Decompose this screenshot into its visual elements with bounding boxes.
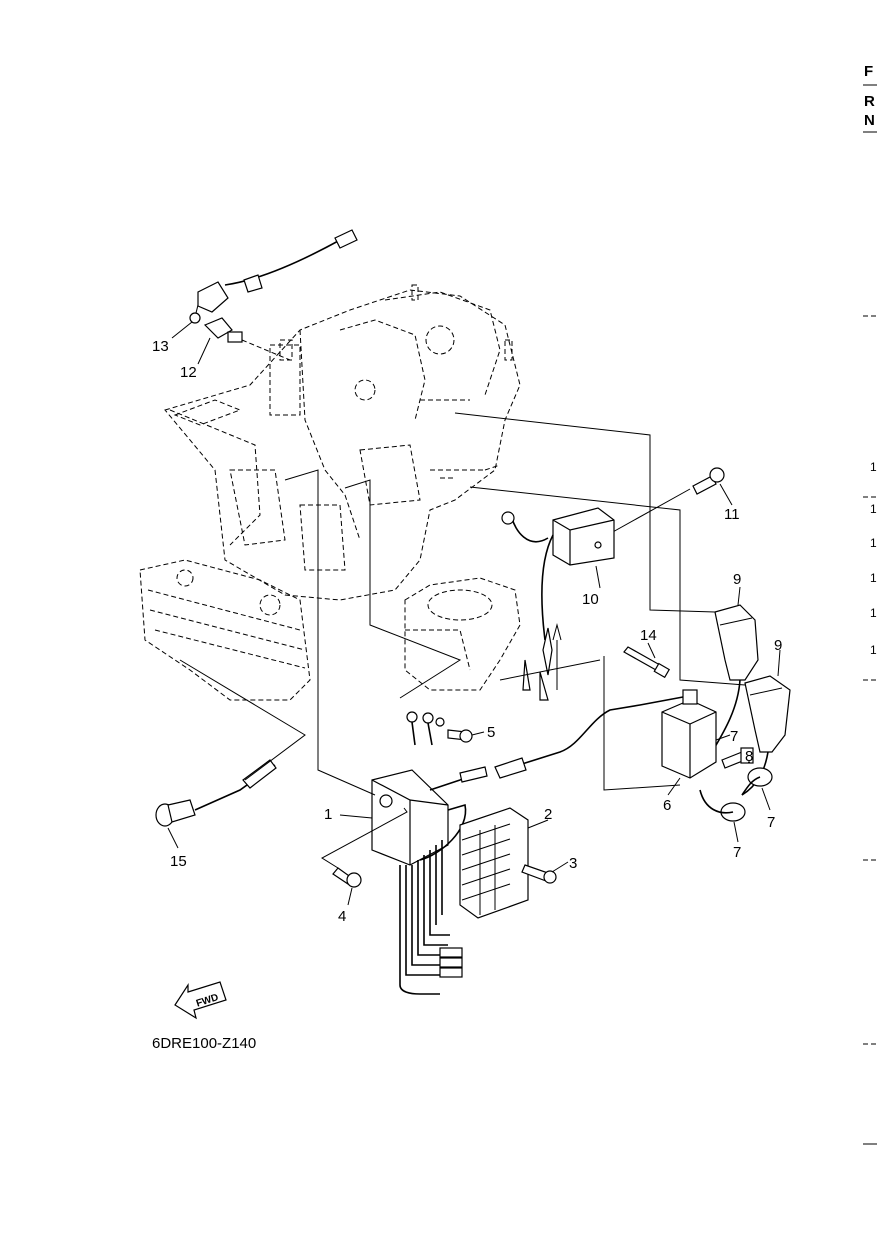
edge-digit: 1 bbox=[870, 460, 877, 474]
callout-9b: 9 bbox=[774, 637, 782, 654]
connector-15 bbox=[155, 759, 277, 827]
callout-7: 7 bbox=[730, 728, 738, 745]
bolt-11 bbox=[601, 467, 725, 539]
callout-11: 11 bbox=[724, 506, 740, 523]
thermo-sensor bbox=[203, 317, 291, 361]
callout-15: 15 bbox=[170, 853, 187, 870]
edge-letter-r: R bbox=[864, 93, 875, 110]
right-page-edge: F R N 1 1 1 1 1 1 bbox=[863, 63, 877, 1145]
pulser-coil bbox=[501, 507, 615, 701]
callout-7b: 7 bbox=[767, 814, 775, 831]
edge-digit: 1 bbox=[870, 502, 877, 516]
callout-14: 14 bbox=[640, 627, 657, 644]
bottom-cowling-bracket bbox=[139, 559, 311, 701]
spark-plug-cap-with-lead bbox=[189, 229, 358, 324]
edge-letter-f: F bbox=[864, 63, 873, 80]
callout-10: 10 bbox=[582, 591, 599, 608]
callout-2: 2 bbox=[544, 806, 552, 823]
fwd-direction-arrow: FWD bbox=[174, 981, 227, 1020]
edge-digit: 1 bbox=[870, 536, 877, 550]
cable-tie bbox=[623, 646, 671, 679]
cdi-unit bbox=[371, 766, 488, 995]
grommets bbox=[699, 767, 773, 822]
reference-lines bbox=[167, 321, 781, 906]
edge-digit: 1 bbox=[870, 571, 877, 585]
edge-letter-n: N bbox=[864, 112, 875, 129]
callout-5: 5 bbox=[487, 724, 495, 741]
screw-3 bbox=[521, 864, 557, 884]
engine-block bbox=[164, 284, 521, 601]
drawing-code: 6DRE100-Z140 bbox=[152, 1035, 256, 1052]
bolt-5-ground-leads bbox=[406, 711, 473, 746]
bolt-4 bbox=[332, 867, 362, 888]
callout-1: 1 bbox=[324, 806, 332, 823]
callout-13: 13 bbox=[152, 338, 169, 355]
callout-numbers: 1 2 3 4 5 6 7 8 9 10 11 12 13 14 15 7 7 … bbox=[152, 338, 782, 925]
ignition-coil bbox=[494, 689, 717, 779]
edge-digit: 1 bbox=[870, 643, 877, 657]
callout-6: 6 bbox=[663, 797, 671, 814]
spark-plug-cap-lower bbox=[741, 675, 791, 796]
callout-7c: 7 bbox=[733, 844, 741, 861]
rectifier-block bbox=[459, 807, 529, 919]
callout-4: 4 bbox=[338, 908, 346, 925]
stator-base bbox=[404, 577, 521, 691]
edge-digit: 1 bbox=[870, 606, 877, 620]
callout-12: 12 bbox=[180, 364, 197, 381]
callout-9: 9 bbox=[733, 571, 741, 588]
callout-3: 3 bbox=[569, 855, 577, 872]
callout-8: 8 bbox=[745, 748, 753, 765]
bolt-8 bbox=[721, 747, 754, 769]
